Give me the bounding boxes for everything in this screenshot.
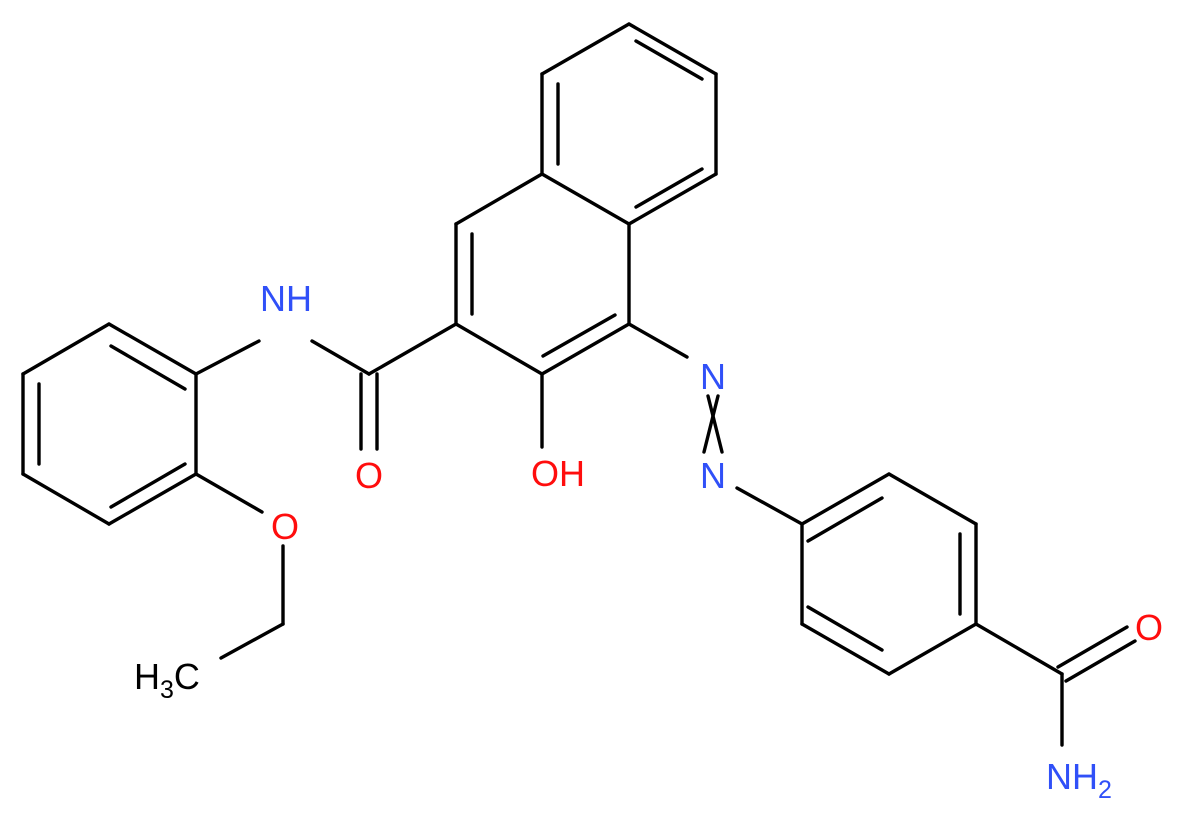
methyl-c: C bbox=[174, 656, 200, 697]
bond bbox=[634, 39, 704, 81]
bond bbox=[887, 472, 978, 526]
bond bbox=[540, 322, 631, 376]
bond bbox=[219, 622, 285, 660]
bond bbox=[735, 486, 804, 526]
bond bbox=[1064, 639, 1137, 683]
atom-labels: NH O OH N N O H3C O NH2 bbox=[134, 278, 1163, 804]
amide-oxygen-label: O bbox=[355, 455, 383, 496]
hydroxyl-label: OH bbox=[531, 453, 585, 494]
azo-nitrogen-1-label: N bbox=[700, 356, 726, 397]
azo-nitrogen-2-label: N bbox=[700, 455, 726, 496]
carboxamide-oxygen-label: O bbox=[1135, 607, 1163, 648]
bond bbox=[974, 622, 1064, 676]
bond bbox=[367, 322, 458, 376]
bond bbox=[109, 462, 187, 509]
bond bbox=[454, 172, 544, 226]
bond bbox=[1056, 625, 1129, 669]
ether-oxygen-label: O bbox=[271, 506, 299, 547]
bond bbox=[540, 22, 631, 76]
bond bbox=[194, 472, 264, 514]
methyl-h: H bbox=[134, 656, 160, 697]
bond bbox=[454, 322, 544, 376]
bond bbox=[806, 496, 884, 543]
bond bbox=[806, 605, 884, 652]
nh2-subscript: 2 bbox=[1098, 776, 1112, 804]
bond bbox=[21, 322, 111, 376]
carboxamide-nh2-label: NH2 bbox=[1046, 756, 1112, 804]
bond bbox=[21, 472, 111, 526]
bond bbox=[702, 394, 720, 454]
bonds bbox=[21, 22, 1137, 747]
bond bbox=[800, 472, 891, 526]
bond bbox=[107, 472, 198, 526]
bond bbox=[627, 322, 689, 359]
bond bbox=[627, 22, 718, 76]
amide-nh-label: NH bbox=[260, 278, 312, 319]
nh2-main: NH bbox=[1046, 756, 1098, 797]
bond bbox=[627, 172, 718, 226]
bond bbox=[107, 322, 198, 376]
bond bbox=[310, 339, 371, 376]
bond bbox=[540, 172, 631, 226]
bond bbox=[887, 622, 978, 676]
methyl-subscript: 3 bbox=[160, 676, 174, 704]
bond bbox=[541, 313, 617, 358]
bond bbox=[109, 344, 187, 391]
bond bbox=[194, 339, 261, 376]
bond bbox=[706, 394, 724, 454]
methyl-label: H3C bbox=[134, 656, 200, 704]
bond bbox=[634, 167, 704, 209]
bond bbox=[800, 622, 891, 676]
